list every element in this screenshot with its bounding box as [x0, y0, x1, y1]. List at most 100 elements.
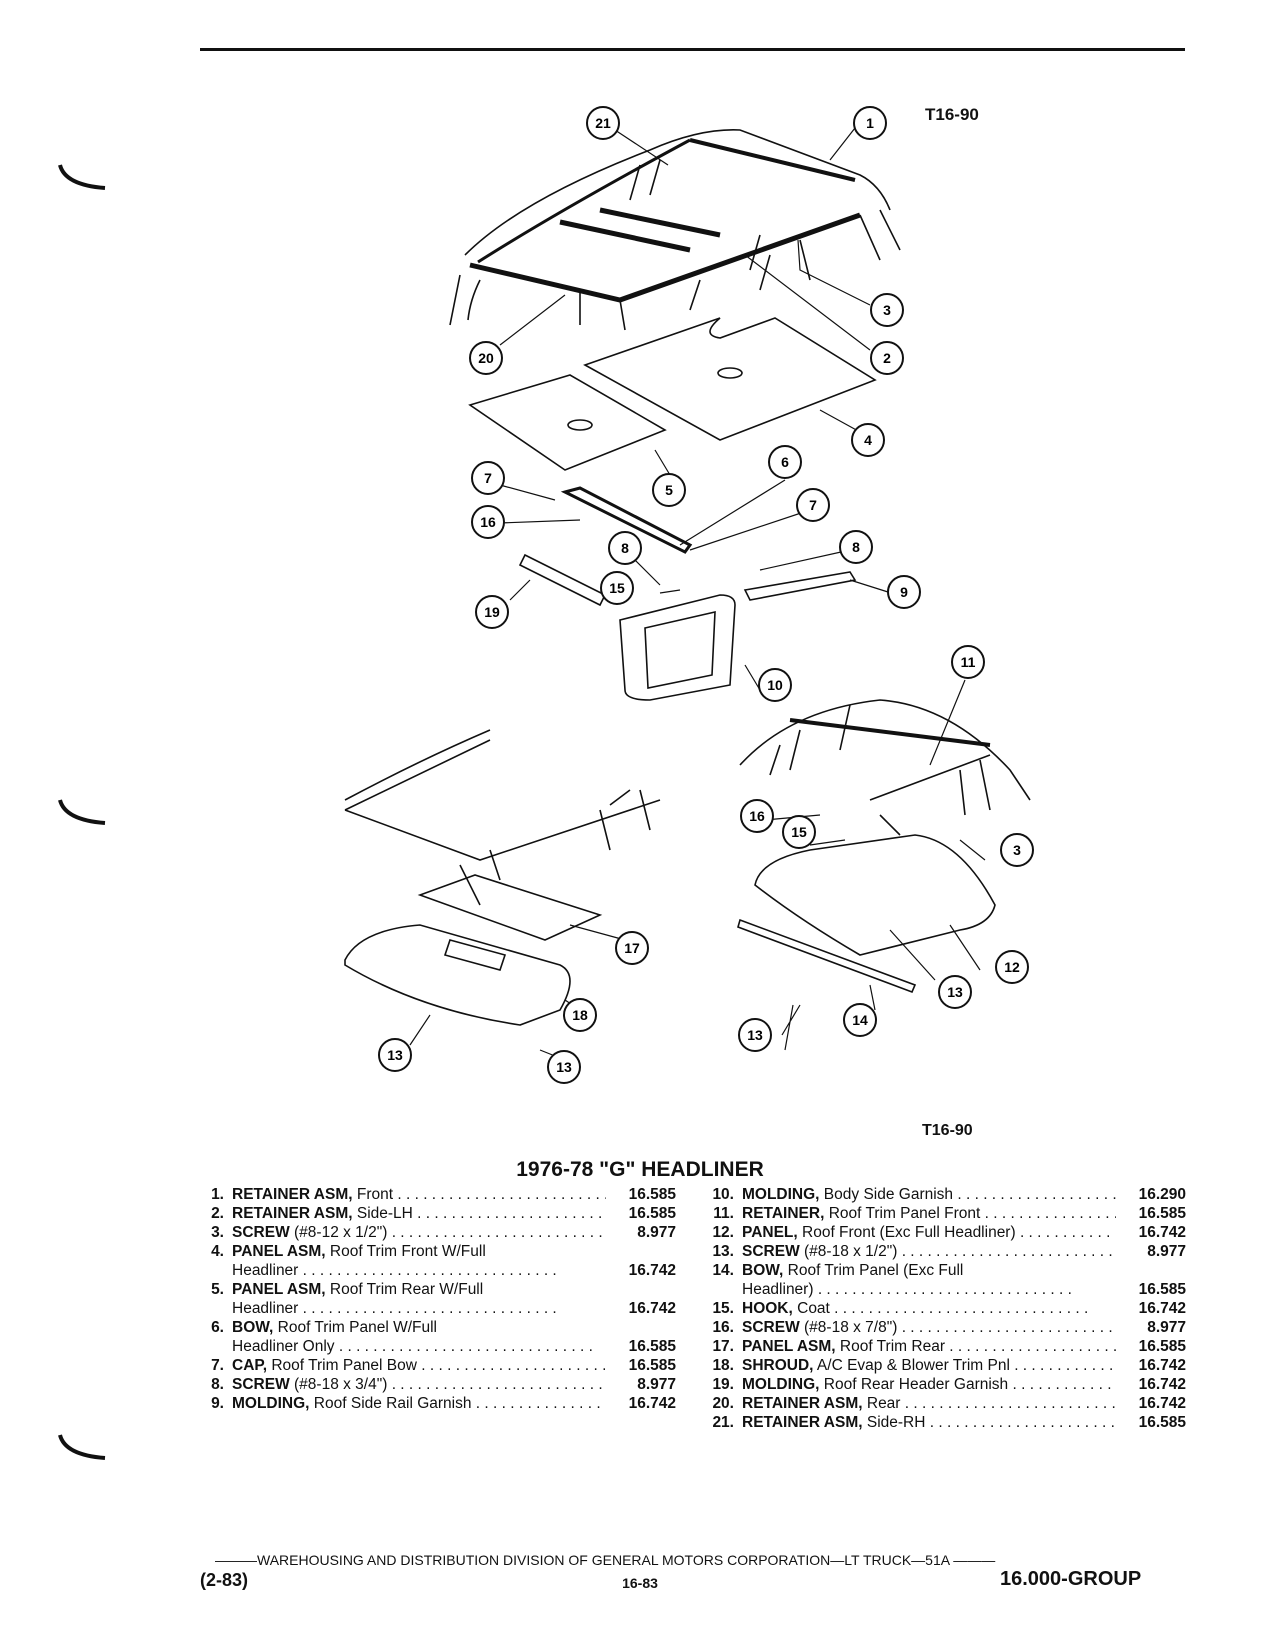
callout-marker: 13 [547, 1050, 581, 1084]
callout-label: 15 [791, 824, 807, 840]
part-name: PANEL, [742, 1224, 798, 1241]
callout-marker: 20 [469, 341, 503, 375]
leader-dots: . . . . . . . . . . . . . . . . . . . . … [391, 1224, 606, 1241]
parts-list-row: 13.SCREW (#8-18 x 1/2") . . . . . . . . … [700, 1242, 1186, 1261]
part-group-ref: 16.585 [1138, 1414, 1186, 1431]
callout-marker: 15 [600, 571, 634, 605]
callout-marker: 1 [853, 106, 887, 140]
part-name: RETAINER ASM, [742, 1414, 863, 1431]
part-description: Headliner Only . . . . . . . . . . . . .… [232, 1337, 606, 1356]
part-detail: Roof Trim Panel (Exc Full [783, 1262, 964, 1279]
callout-label: 9 [900, 584, 908, 600]
callout-marker: 12 [995, 950, 1029, 984]
part-detail: (#8-18 x 3/4") [289, 1376, 388, 1393]
parts-list-left: 1.RETAINER ASM, Front . . . . . . . . . … [190, 1185, 676, 1413]
part-description: Headliner) . . . . . . . . . . . . . . .… [742, 1280, 1116, 1299]
callout-label: 13 [947, 984, 963, 1000]
part-description: CAP, Roof Trim Panel Bow . . . . . . . .… [232, 1356, 606, 1375]
part-name: RETAINER ASM, [232, 1186, 353, 1203]
callout-marker: 8 [608, 531, 642, 565]
leader-dots: . . . . . . . . . . . . . . . . . . . . … [929, 1414, 1116, 1431]
callout-label: 16 [749, 808, 765, 824]
parts-list-row: 9.MOLDING, Roof Side Rail Garnish . . . … [190, 1394, 676, 1413]
callout-marker: 2 [870, 341, 904, 375]
part-group-ref: 16.742 [628, 1262, 676, 1279]
callout-marker: 6 [768, 445, 802, 479]
part-description: SCREW (#8-18 x 3/4") . . . . . . . . . .… [232, 1375, 606, 1394]
leader-dots: . . . . . . . . . . . . . . . . . . . . … [397, 1186, 606, 1203]
callout-marker: 13 [938, 975, 972, 1009]
callout-marker: 21 [586, 106, 620, 140]
callout-label: 7 [484, 470, 492, 486]
part-detail: (#8-18 x 7/8") [799, 1319, 898, 1336]
trim-panel-bow [737, 918, 917, 994]
part-group-ref: 16.585 [628, 1205, 676, 1222]
part-name: MOLDING, [742, 1186, 820, 1203]
callout-marker: 16 [471, 505, 505, 539]
part-group-ref: 16.742 [1138, 1395, 1186, 1412]
part-detail: Roof Rear Header Garnish . [819, 1376, 1017, 1393]
part-number: 4. [211, 1243, 224, 1260]
parts-list-row: 12.PANEL, Roof Front (Exc Full Headliner… [700, 1223, 1186, 1242]
part-description: BOW, Roof Trim Panel W/Full [232, 1318, 606, 1337]
leader-dots: . . . . . . . . . . . . . . . . . . . . … [904, 1395, 1116, 1412]
part-detail: Front [352, 1186, 394, 1203]
parts-list-row: 19.MOLDING, Roof Rear Header Garnish . .… [700, 1375, 1186, 1394]
part-name: BOW, [232, 1319, 274, 1336]
parts-list-row: 8.SCREW (#8-18 x 3/4") . . . . . . . . .… [190, 1375, 676, 1394]
part-group-ref: 16.585 [628, 1357, 676, 1374]
part-number: 7. [211, 1357, 224, 1374]
callout-label: 5 [665, 482, 673, 498]
part-name: MOLDING, [742, 1376, 820, 1393]
callout-label: 14 [852, 1012, 868, 1028]
parts-list-right: 10.MOLDING, Body Side Garnish . . . . . … [700, 1185, 1186, 1432]
roof-bow [560, 486, 693, 554]
callout-marker: 19 [475, 595, 509, 629]
callout-marker: 11 [951, 645, 985, 679]
part-number: 17. [712, 1338, 734, 1355]
part-group-ref: 16.585 [628, 1186, 676, 1203]
callout-label: 21 [595, 115, 611, 131]
part-number: 10. [712, 1186, 734, 1203]
part-number: 21. [712, 1414, 734, 1431]
leader-dots: . . . . . . . . . . . . . . . . . . . . … [1021, 1376, 1116, 1393]
binder-mark [58, 164, 106, 190]
leader-dots: . . . . . . . . . . . . . . . . . . . . … [417, 1205, 606, 1222]
part-description: HOOK, Coat . . . . . . . . . . . . . . .… [742, 1299, 1116, 1318]
rear-trim-panel [468, 374, 667, 471]
callout-marker: 10 [758, 668, 792, 702]
part-description: Headliner . . . . . . . . . . . . . . . … [232, 1299, 606, 1318]
part-group-ref: 8.977 [637, 1224, 676, 1241]
callout-label: 11 [961, 654, 976, 670]
part-group-ref: 16.742 [1138, 1357, 1186, 1374]
part-group-ref: 16.742 [628, 1395, 676, 1412]
part-group-ref: 16.742 [1138, 1300, 1186, 1317]
callout-group: 21 1 3 20 2 4 5 6 7 16 7 8 8 15 9 19 10 … [378, 106, 1034, 1084]
part-number: 5. [211, 1281, 224, 1298]
callout-label: 2 [883, 350, 891, 366]
part-name: PANEL ASM, [742, 1338, 836, 1355]
parts-list-row: Headliner . . . . . . . . . . . . . . . … [190, 1261, 676, 1280]
part-description: MOLDING, Roof Rear Header Garnish . . . … [742, 1375, 1116, 1394]
part-detail: Side-LH [352, 1205, 413, 1222]
part-detail: Headliner Only [232, 1338, 335, 1355]
callout-marker: 3 [870, 293, 904, 327]
callout-label: 3 [883, 302, 891, 318]
ac-shroud [344, 924, 571, 1026]
leader-dots: . . . . . . . . . . . . . . . . . . . . … [949, 1338, 1116, 1355]
part-description: SHROUD, A/C Evap & Blower Trim Pnl . . .… [742, 1356, 1116, 1375]
part-description: SCREW (#8-12 x 1/2") . . . . . . . . . .… [232, 1223, 606, 1242]
body-side-molding [619, 594, 736, 701]
part-description: RETAINER, Roof Trim Panel Front . . . . … [742, 1204, 1116, 1223]
part-number: 9. [211, 1395, 224, 1412]
headliner-exploded-diagram: 21 1 3 20 2 4 5 6 7 16 7 8 8 15 9 19 10 … [344, 106, 1034, 1084]
parts-list-row: 7. CAP, Roof Trim Panel Bow . . . . . . .… [190, 1356, 676, 1375]
part-group-ref: 16.585 [1138, 1205, 1186, 1222]
part-detail: Roof Side Rail Garnish [309, 1395, 472, 1412]
part-group-ref: 8.977 [1147, 1243, 1186, 1260]
leader-dots: . . . . . . . . . . . . . . . . . . . . … [298, 1300, 557, 1317]
callout-label: 18 [572, 1007, 588, 1023]
callout-label: 15 [609, 580, 625, 596]
part-description: SCREW (#8-18 x 1/2") . . . . . . . . . .… [742, 1242, 1116, 1261]
leader-dots: . . . . . . . . . . . . . . . . . . . . … [829, 1300, 1089, 1317]
